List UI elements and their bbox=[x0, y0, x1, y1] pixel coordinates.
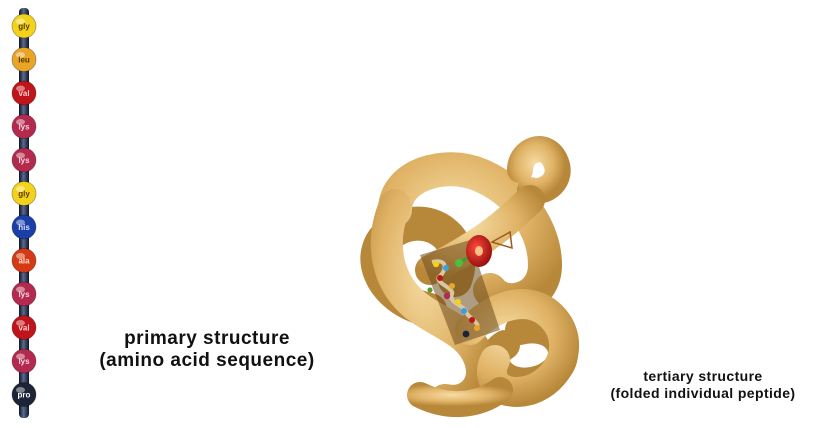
residue-bead-val: val bbox=[12, 316, 36, 340]
residue-label: gly bbox=[18, 190, 30, 199]
primary-structure-caption: primary structure (amino acid sequence) bbox=[62, 328, 352, 372]
residue-bead-ala: ala bbox=[12, 249, 36, 273]
fold-loop-tip bbox=[520, 149, 558, 191]
residue-bead-lys: lys bbox=[12, 115, 36, 139]
residue-label: lys bbox=[18, 290, 30, 299]
residue-label: val bbox=[18, 89, 29, 98]
residue-bead-gly: gly bbox=[12, 182, 36, 206]
residue-label: val bbox=[18, 324, 29, 333]
primary-structure-chain: gly leu val lys lys gly his ala lys val lys pro bbox=[12, 8, 36, 418]
primary-structure-title: primary structure bbox=[62, 328, 352, 350]
tertiary-structure-title: tertiary structure bbox=[575, 368, 831, 385]
residue-label: ala bbox=[18, 257, 30, 266]
residue-bead-pro: pro bbox=[12, 383, 36, 407]
residue-label: lys bbox=[18, 156, 30, 165]
residue-bead-val: val bbox=[12, 81, 36, 105]
residue-label: lys bbox=[18, 357, 30, 366]
residue-bead-leu: leu bbox=[12, 48, 36, 72]
residue-bead-lys: lys bbox=[12, 282, 36, 306]
residue-bead-lys: lys bbox=[12, 349, 36, 373]
tertiary-structure-caption: tertiary structure (folded individual pe… bbox=[575, 368, 831, 402]
fold-loop-base bbox=[420, 390, 500, 404]
residue-label: lys bbox=[18, 123, 30, 132]
residue-bead-lys: lys bbox=[12, 148, 36, 172]
residue-bead-gly: gly bbox=[12, 14, 36, 38]
residue-label: pro bbox=[18, 391, 31, 400]
tertiary-structure-fold bbox=[377, 149, 564, 404]
primary-structure-subtitle: (amino acid sequence) bbox=[62, 350, 352, 372]
tertiary-structure-subtitle: (folded individual peptide) bbox=[575, 385, 831, 402]
residue-label: his bbox=[18, 223, 30, 232]
residue-label: gly bbox=[18, 22, 30, 31]
residue-bead-his: his bbox=[12, 215, 36, 239]
residue-label: leu bbox=[18, 56, 30, 65]
